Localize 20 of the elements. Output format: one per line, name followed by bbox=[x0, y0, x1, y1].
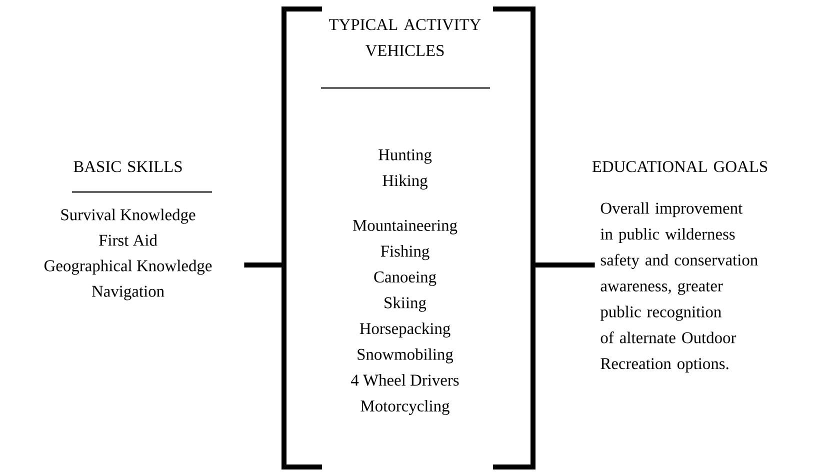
list-item: First Aid bbox=[99, 234, 158, 246]
list-item: Geographical Knowledge bbox=[44, 260, 212, 275]
list-item: Survival Knowledge bbox=[61, 208, 196, 224]
list-item: Hunting bbox=[378, 149, 432, 164]
column-heading: TYPICAL ACTIVITY VEHICLES bbox=[329, 19, 481, 56]
list-item: Hiking bbox=[382, 174, 428, 190]
column-heading: BASIC SKILLS bbox=[74, 161, 182, 172]
connector-line bbox=[244, 262, 284, 268]
description-text: Overall improvement in public wilderness safety and conservation awareness, greater public recognition of alternate Outdoor Recreation options. bbox=[600, 202, 758, 373]
list-item: Motorcycling bbox=[360, 400, 450, 415]
list-item: Navigation bbox=[92, 286, 164, 300]
list-item: 4 Wheel Drivers bbox=[351, 374, 459, 386]
column-heading: EDUCATIONAL GOALS bbox=[592, 161, 768, 172]
list-item: Horsepacking bbox=[360, 322, 450, 338]
list-item: Mountaineering bbox=[352, 220, 458, 234]
list-item: Skiing bbox=[384, 296, 426, 312]
list-item: Fishing bbox=[380, 245, 430, 260]
list-item: Canoeing bbox=[374, 271, 436, 286]
list-item: Snowmobiling bbox=[358, 348, 454, 364]
connector-line bbox=[533, 262, 595, 268]
